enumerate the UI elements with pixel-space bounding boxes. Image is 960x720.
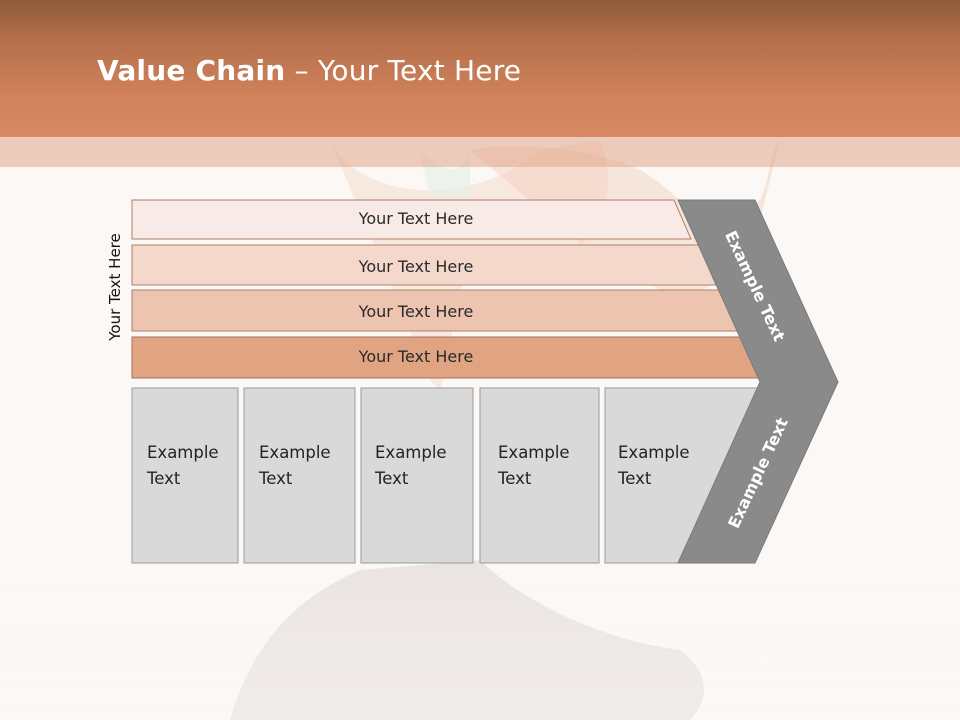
bar-label-1: Your Text Here <box>358 209 474 228</box>
card-4 <box>479 387 600 564</box>
slide-title: Value Chain – Your Text Here <box>97 54 521 87</box>
header-strip <box>0 137 960 167</box>
card-1 <box>131 387 239 564</box>
header-band <box>0 0 960 137</box>
bar-label-3: Your Text Here <box>358 302 474 321</box>
card-4-line1: Example <box>498 443 570 462</box>
card-2-line1: Example <box>259 443 331 462</box>
reflection-fade <box>0 565 960 720</box>
card-5-line2: Text <box>618 469 652 488</box>
card-2 <box>243 387 356 564</box>
card-3 <box>360 387 474 564</box>
card-4-line2: Text <box>498 469 532 488</box>
bar-label-4: Your Text Here <box>358 347 474 366</box>
card-3-line2: Text <box>375 469 409 488</box>
card-1-line2: Text <box>147 469 181 488</box>
card-1-line1: Example <box>147 443 219 462</box>
card-5-line1: Example <box>618 443 690 462</box>
card-3-line1: Example <box>375 443 447 462</box>
title-bold: Value Chain <box>97 54 286 87</box>
title-rest: – Your Text Here <box>285 54 522 87</box>
bar-label-2: Your Text Here <box>358 257 474 276</box>
chevron-arrow <box>677 199 839 564</box>
bar-1 <box>131 199 692 240</box>
card-2-line2: Text <box>259 469 293 488</box>
